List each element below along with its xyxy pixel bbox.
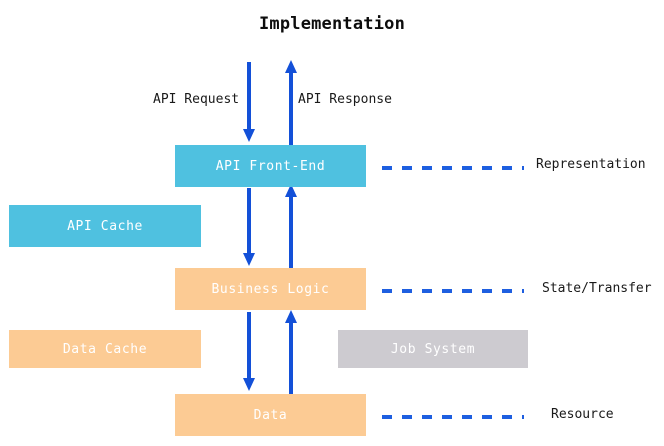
- side-label-resource: Resource: [551, 407, 614, 422]
- page-title: Implementation: [258, 14, 406, 34]
- node-label: Data: [253, 407, 288, 423]
- side-label-state-transfer: State/Transfer: [542, 281, 652, 296]
- node-data-cache[interactable]: Data Cache: [9, 330, 201, 368]
- flow-label-api-request: API Request: [153, 92, 240, 107]
- dashed-connector-representation: [382, 166, 524, 170]
- arrow-head-data-to-logic: [285, 310, 297, 323]
- node-label: Job System: [390, 341, 476, 357]
- node-label: API Front-End: [215, 158, 326, 174]
- node-label: API Cache: [67, 218, 143, 234]
- node-label: Data Cache: [62, 341, 148, 357]
- arrow-head-front-to-logic: [243, 253, 255, 266]
- arrow-head-response-out: [285, 60, 297, 73]
- node-business-logic[interactable]: Business Logic: [175, 268, 366, 310]
- arrow-head-request-in: [243, 129, 255, 142]
- flow-label-api-response: API Response: [298, 92, 392, 107]
- node-data[interactable]: Data: [175, 394, 366, 436]
- node-api-front-end[interactable]: API Front-End: [175, 145, 366, 187]
- dashed-connector-state-transfer: [382, 289, 524, 293]
- dashed-connector-resource: [382, 415, 524, 419]
- node-job-system[interactable]: Job System: [338, 330, 528, 368]
- side-label-representation: Representation: [536, 157, 646, 172]
- node-label: Business Logic: [211, 281, 330, 297]
- node-api-cache[interactable]: API Cache: [9, 205, 201, 247]
- arrow-head-logic-to-data: [243, 378, 255, 391]
